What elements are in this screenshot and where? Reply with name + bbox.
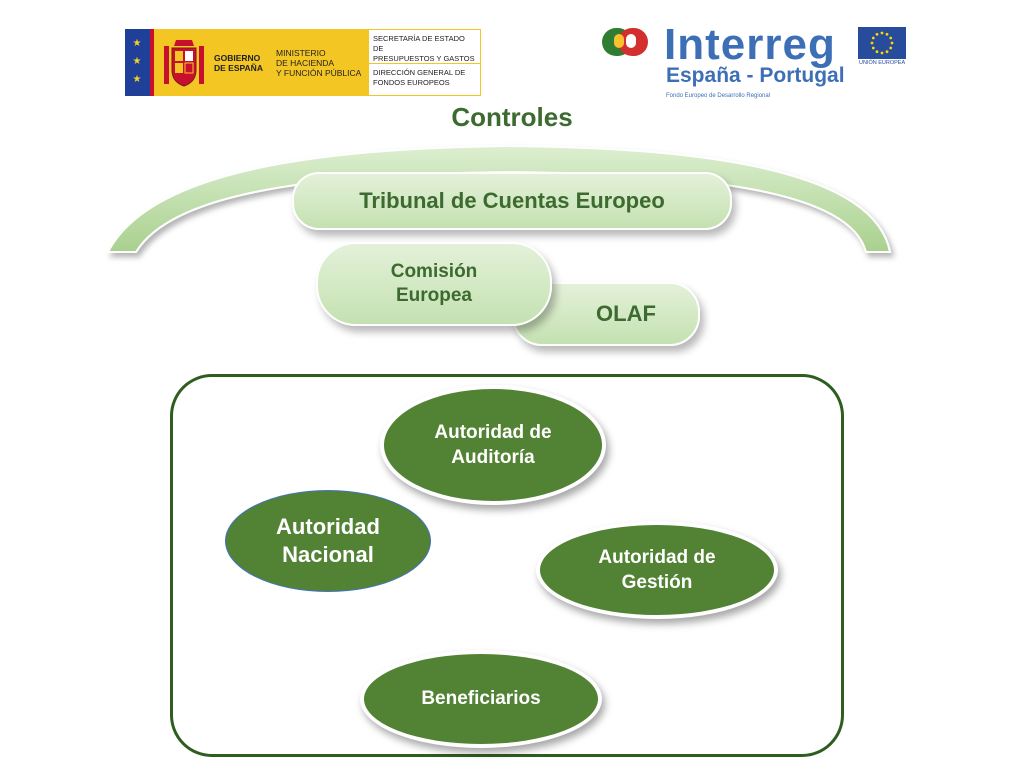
auditoria-label: Autoridad de Auditoría <box>434 420 551 470</box>
star-icon: ★ <box>132 56 142 67</box>
page-title: Controles <box>451 102 573 132</box>
eu-label: UNIÓN EUROPEA <box>859 60 906 66</box>
autoridad-auditoria-node: Autoridad de Auditoría <box>380 385 606 505</box>
gobierno-name-line1: GOBIERNO <box>214 52 261 63</box>
interreg-logo: Interreg España - Portugal Fondo Europeo… <box>600 22 910 102</box>
autoridad-gestion-node: Autoridad de Gestión <box>536 521 778 619</box>
ministerio-name: MINISTERIO DE HACIENDA Y FUNCIÓN PÚBLICA <box>276 48 361 78</box>
eu-flag-icon <box>858 27 906 59</box>
gobierno-espana-logo: ★ ★ ★ GOBIERNO DE ESPAÑA MINISTERIO DE H… <box>125 29 481 96</box>
secretaria-label: SECRETARÍA DE ESTADO DE PRESUPUESTOS Y G… <box>369 30 480 63</box>
ministerio-line1: MINISTERIO <box>276 47 326 58</box>
olaf-label: OLAF <box>596 301 656 326</box>
gobierno-yellow-panel: GOBIERNO DE ESPAÑA MINISTERIO DE HACIEND… <box>154 29 369 96</box>
beneficiarios-node: Beneficiarios <box>360 650 602 748</box>
beneficiarios-label: Beneficiarios <box>421 688 541 709</box>
direccion-line1: DIRECCIÓN GENERAL DE <box>373 68 466 77</box>
nacional-line1: Autoridad <box>276 514 380 539</box>
gestion-line2: Gestión <box>621 572 693 593</box>
interreg-region: España - Portugal <box>666 64 845 87</box>
star-icon: ★ <box>132 74 142 85</box>
secretaria-line1: SECRETARÍA DE ESTADO DE <box>373 34 465 53</box>
direccion-line2: FONDOS EUROPEOS <box>373 78 450 87</box>
gobierno-name: GOBIERNO DE ESPAÑA <box>214 53 270 73</box>
interreg-fund: Fondo Europeo de Desarrollo Regional <box>666 93 771 99</box>
direccion-label: DIRECCIÓN GENERAL DE FONDOS EUROPEOS <box>369 63 480 95</box>
nacional-label: Autoridad Nacional <box>276 513 380 569</box>
star-icon: ★ <box>132 38 142 49</box>
interreg-wordmark: Interreg <box>664 20 836 69</box>
comision-line2: Europea <box>395 285 473 306</box>
tribunal-label: Tribunal de Cuentas Europeo <box>359 188 665 213</box>
gestion-label: Autoridad de Gestión <box>598 545 715 595</box>
nacional-line2: Nacional <box>282 542 374 567</box>
gobierno-name-line2: DE ESPAÑA <box>214 62 263 73</box>
auditoria-line2: Auditoría <box>451 447 535 468</box>
comision-label: Comisión Europea <box>391 260 478 308</box>
ministerio-line2: DE HACIENDA <box>276 57 335 68</box>
gobierno-white-panel: SECRETARÍA DE ESTADO DE PRESUPUESTOS Y G… <box>369 29 481 96</box>
interreg-speech-bubbles-icon <box>602 28 648 56</box>
auditoria-line1: Autoridad de <box>434 422 552 443</box>
gestion-line1: Autoridad de <box>598 547 716 568</box>
ministerio-line3: Y FUNCIÓN PÚBLICA <box>276 67 362 78</box>
red-stripe <box>150 29 154 96</box>
comision-line1: Comisión <box>390 261 478 282</box>
secretaria-line2: PRESUPUESTOS Y GASTOS <box>373 54 475 63</box>
coat-of-arms-icon <box>164 39 204 87</box>
olaf-pill: OLAF <box>512 282 700 346</box>
internal-controls-box <box>170 374 844 757</box>
autoridad-nacional-node: Autoridad Nacional <box>225 490 431 592</box>
eu-stars-band: ★ ★ ★ <box>125 29 150 96</box>
comision-europea-pill: Comisión Europea <box>316 242 552 326</box>
tribunal-cuentas-pill: Tribunal de Cuentas Europeo <box>292 172 732 230</box>
